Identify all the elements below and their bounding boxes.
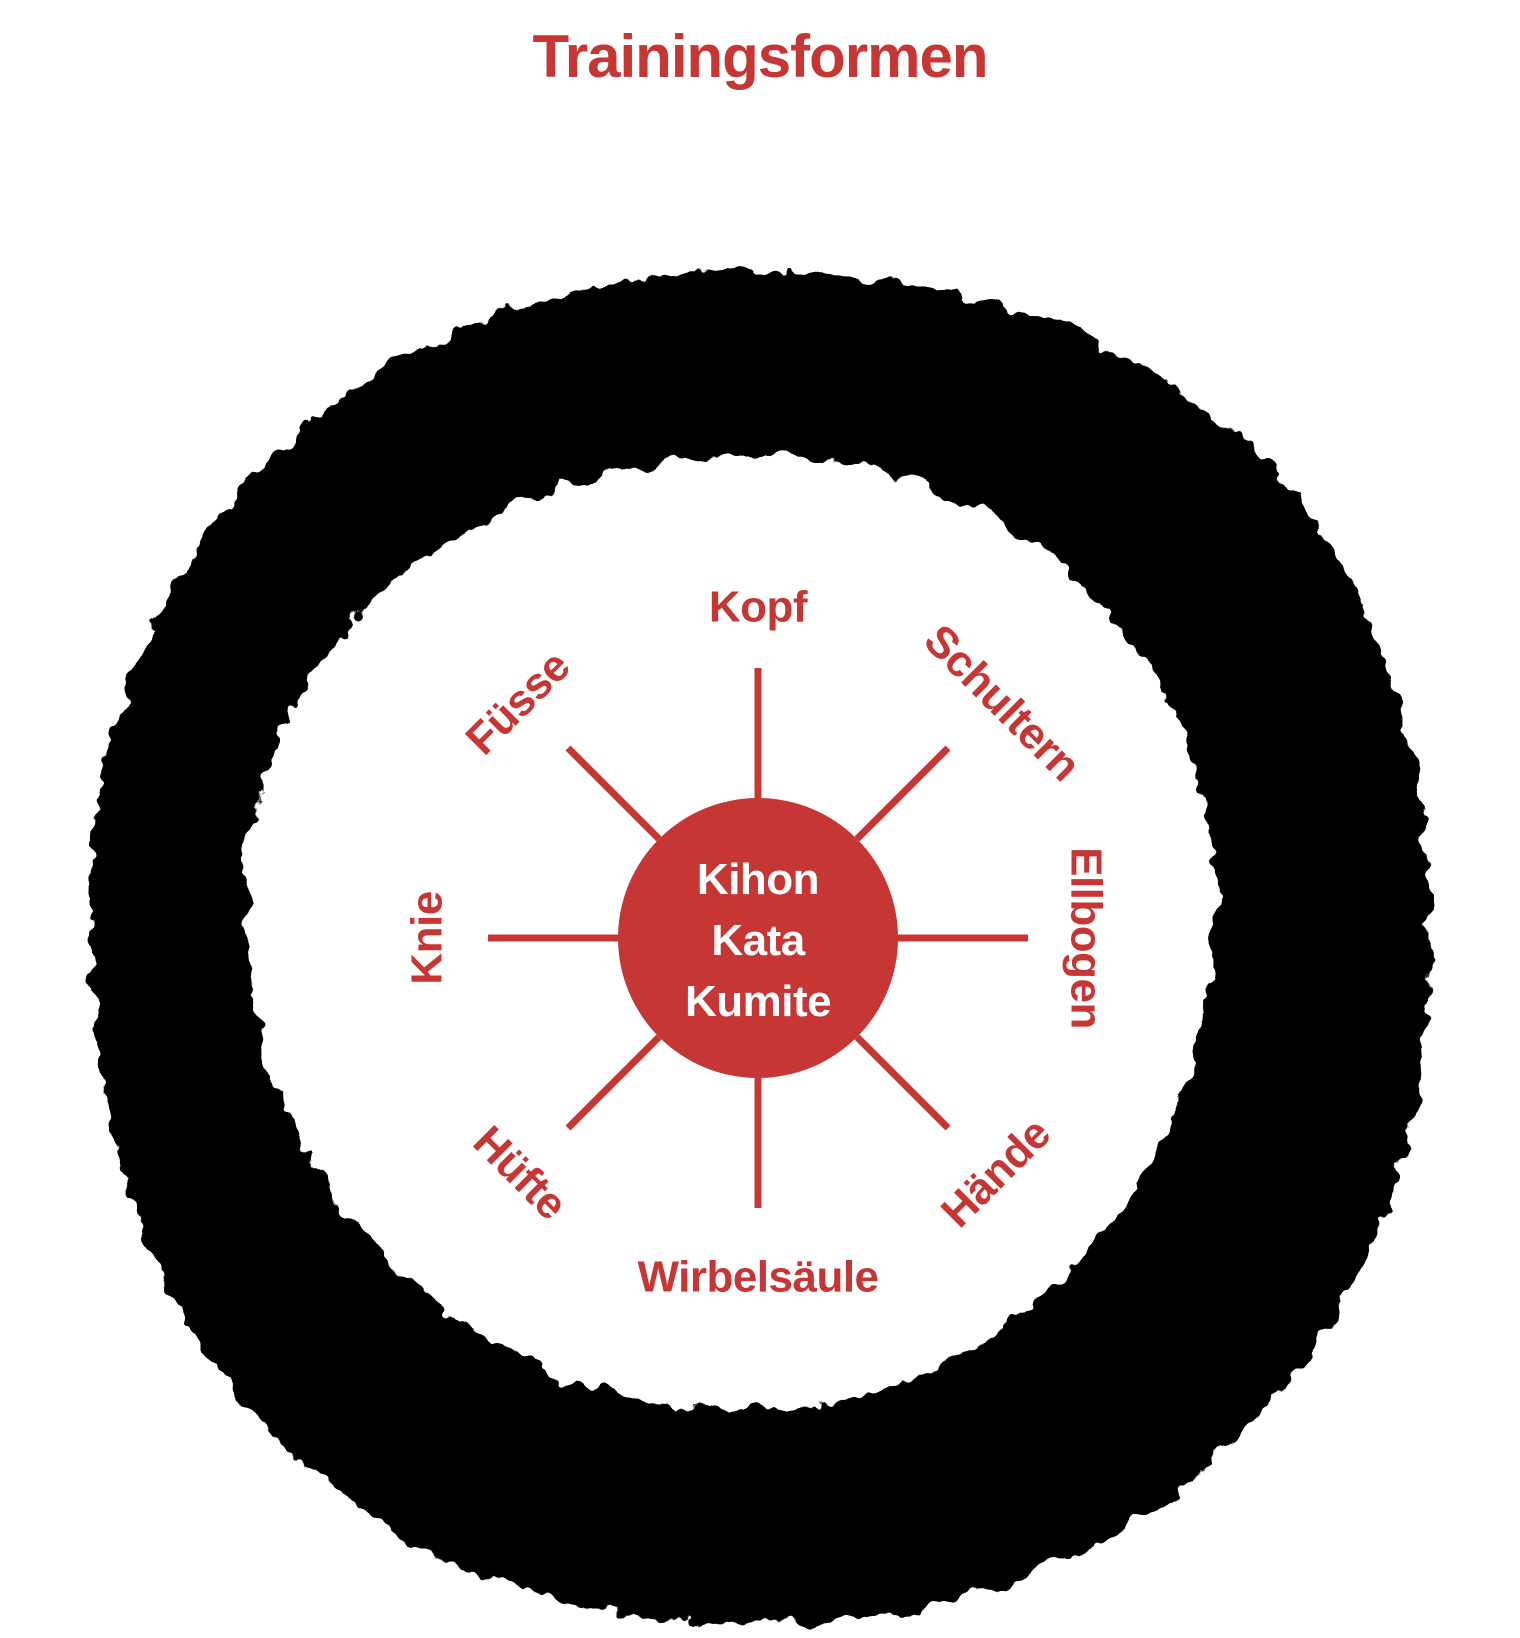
spoke-ellbogen-label: Ellbogen [1061,847,1110,1029]
spoke-huefte-line [565,1034,662,1131]
spoke-schultern-line [854,745,951,842]
spoke-fuesse-line [565,745,662,842]
spoke-fuesse-label: Füsse [457,642,580,765]
enso-ring-fleck [1120,405,1260,500]
center-label-kumite: Kumite [685,977,831,1026]
spoke-haende-line [854,1034,951,1131]
page-title: Trainingsformen [532,23,988,90]
spoke-schultern-label: Schultern [915,615,1090,790]
center-label-kata: Kata [711,916,805,965]
spoke-knie-label: Knie [403,891,452,984]
enso-ring-fleck [1395,700,1431,930]
spoke-wirbelsaeule-label: Wirbelsäule [637,1253,878,1302]
center-label-kihon: Kihon [697,855,819,904]
spoke-kopf-label: Kopf [709,583,808,632]
spoke-huefte-label: Hüfte [464,1117,576,1229]
enso-ring [90,272,1431,1625]
center-hub: Kihon Kata Kumite [618,798,898,1078]
spoke-haende-label: Hände [932,1109,1060,1237]
center-circle [618,798,898,1078]
enso-ring-shape [90,272,1430,1625]
